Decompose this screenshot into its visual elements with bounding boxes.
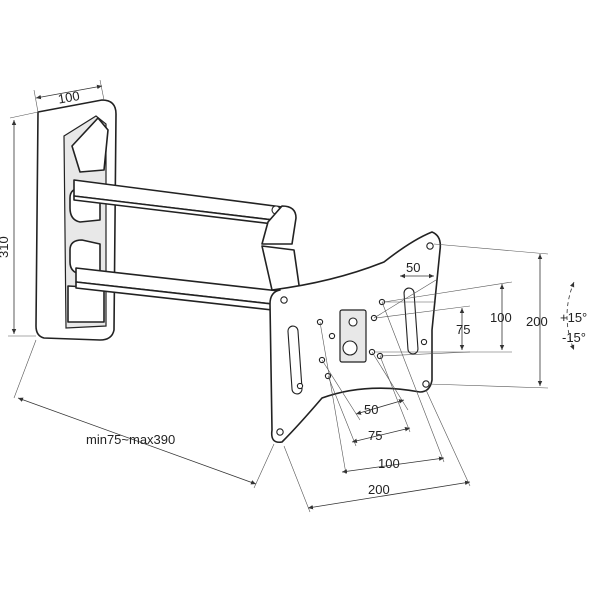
label-wall-height: 310 bbox=[0, 236, 11, 258]
dim-horizontal-group bbox=[283, 301, 471, 513]
dim-vertical-group bbox=[373, 243, 549, 389]
label-vesa-h-50: 50 bbox=[364, 402, 378, 417]
dim-wall-width bbox=[33, 79, 105, 113]
label-vesa-v-200: 200 bbox=[526, 314, 548, 329]
dim-extension bbox=[13, 339, 275, 489]
wall-plate bbox=[35, 99, 117, 341]
label-vesa-v-50: 50 bbox=[406, 260, 420, 275]
tilt-arc bbox=[566, 281, 575, 351]
upper-arm bbox=[73, 179, 297, 245]
dim-wall-height bbox=[8, 111, 39, 337]
label-tilt-up: +15° bbox=[560, 310, 587, 325]
lower-arm bbox=[75, 245, 301, 313]
label-vesa-v-100: 100 bbox=[490, 310, 512, 325]
label-vesa-h-200: 200 bbox=[368, 482, 390, 497]
label-extension: min75~max390 bbox=[86, 432, 175, 447]
label-wall-width: 100 bbox=[57, 88, 81, 107]
label-vesa-h-100: 100 bbox=[378, 456, 400, 471]
label-vesa-v-75: 75 bbox=[456, 322, 470, 337]
label-vesa-h-75: 75 bbox=[368, 428, 382, 443]
tv-bracket-plate bbox=[269, 231, 442, 444]
label-tilt-down: -15° bbox=[562, 330, 586, 345]
